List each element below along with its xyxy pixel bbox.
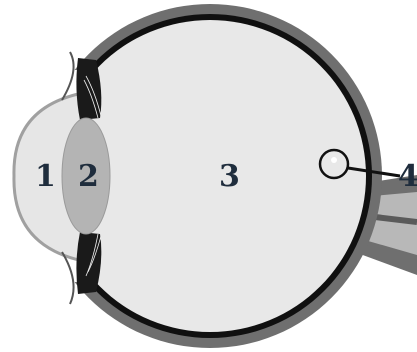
label-4: 4: [398, 159, 417, 194]
iris-lower: [76, 232, 101, 294]
label-1: 1: [35, 159, 56, 194]
fovea-dot: [331, 157, 337, 163]
iris-upper: [76, 58, 101, 120]
label-3: 3: [219, 159, 240, 194]
label-2: 2: [78, 159, 99, 194]
